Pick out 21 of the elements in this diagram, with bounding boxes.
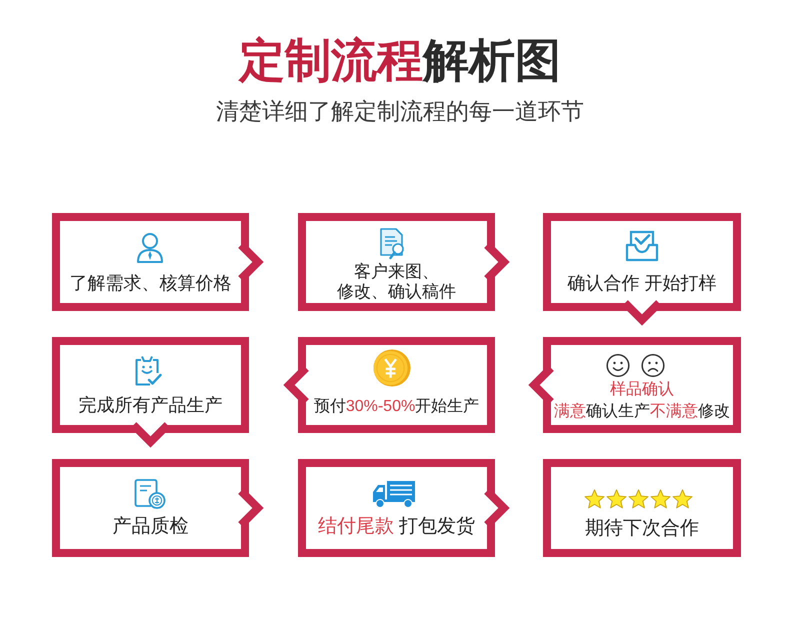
step-label: 客户来图、修改、确认稿件 — [336, 262, 457, 302]
step-box — [543, 213, 741, 311]
step-box — [298, 459, 495, 557]
step-label: 确认合作 开始打样 — [567, 272, 716, 294]
step-label: 产品质检 — [112, 515, 188, 539]
step-label: 完成所有产品生产 — [78, 394, 222, 416]
step-box — [52, 459, 249, 557]
title: 定制流程解析图 — [239, 34, 561, 86]
step-box — [52, 213, 249, 311]
step-heading: 样品确认 — [610, 380, 674, 400]
step-box — [298, 337, 495, 433]
step-box — [543, 337, 741, 433]
subtitle: 清楚详细了解定制流程的每一道环节 — [216, 96, 584, 126]
step-label: 结付尾款 打包发货 — [318, 515, 476, 539]
step-box — [298, 213, 495, 311]
step-label: 预付30%-50%开始生产 — [314, 397, 480, 417]
step-box — [52, 337, 249, 433]
step-label: 了解需求、核算价格 — [70, 272, 232, 294]
step-box — [543, 459, 741, 557]
step-label: 满意确认生产不满意修改 — [554, 402, 730, 422]
step-label: 期待下次合作 — [585, 517, 699, 541]
